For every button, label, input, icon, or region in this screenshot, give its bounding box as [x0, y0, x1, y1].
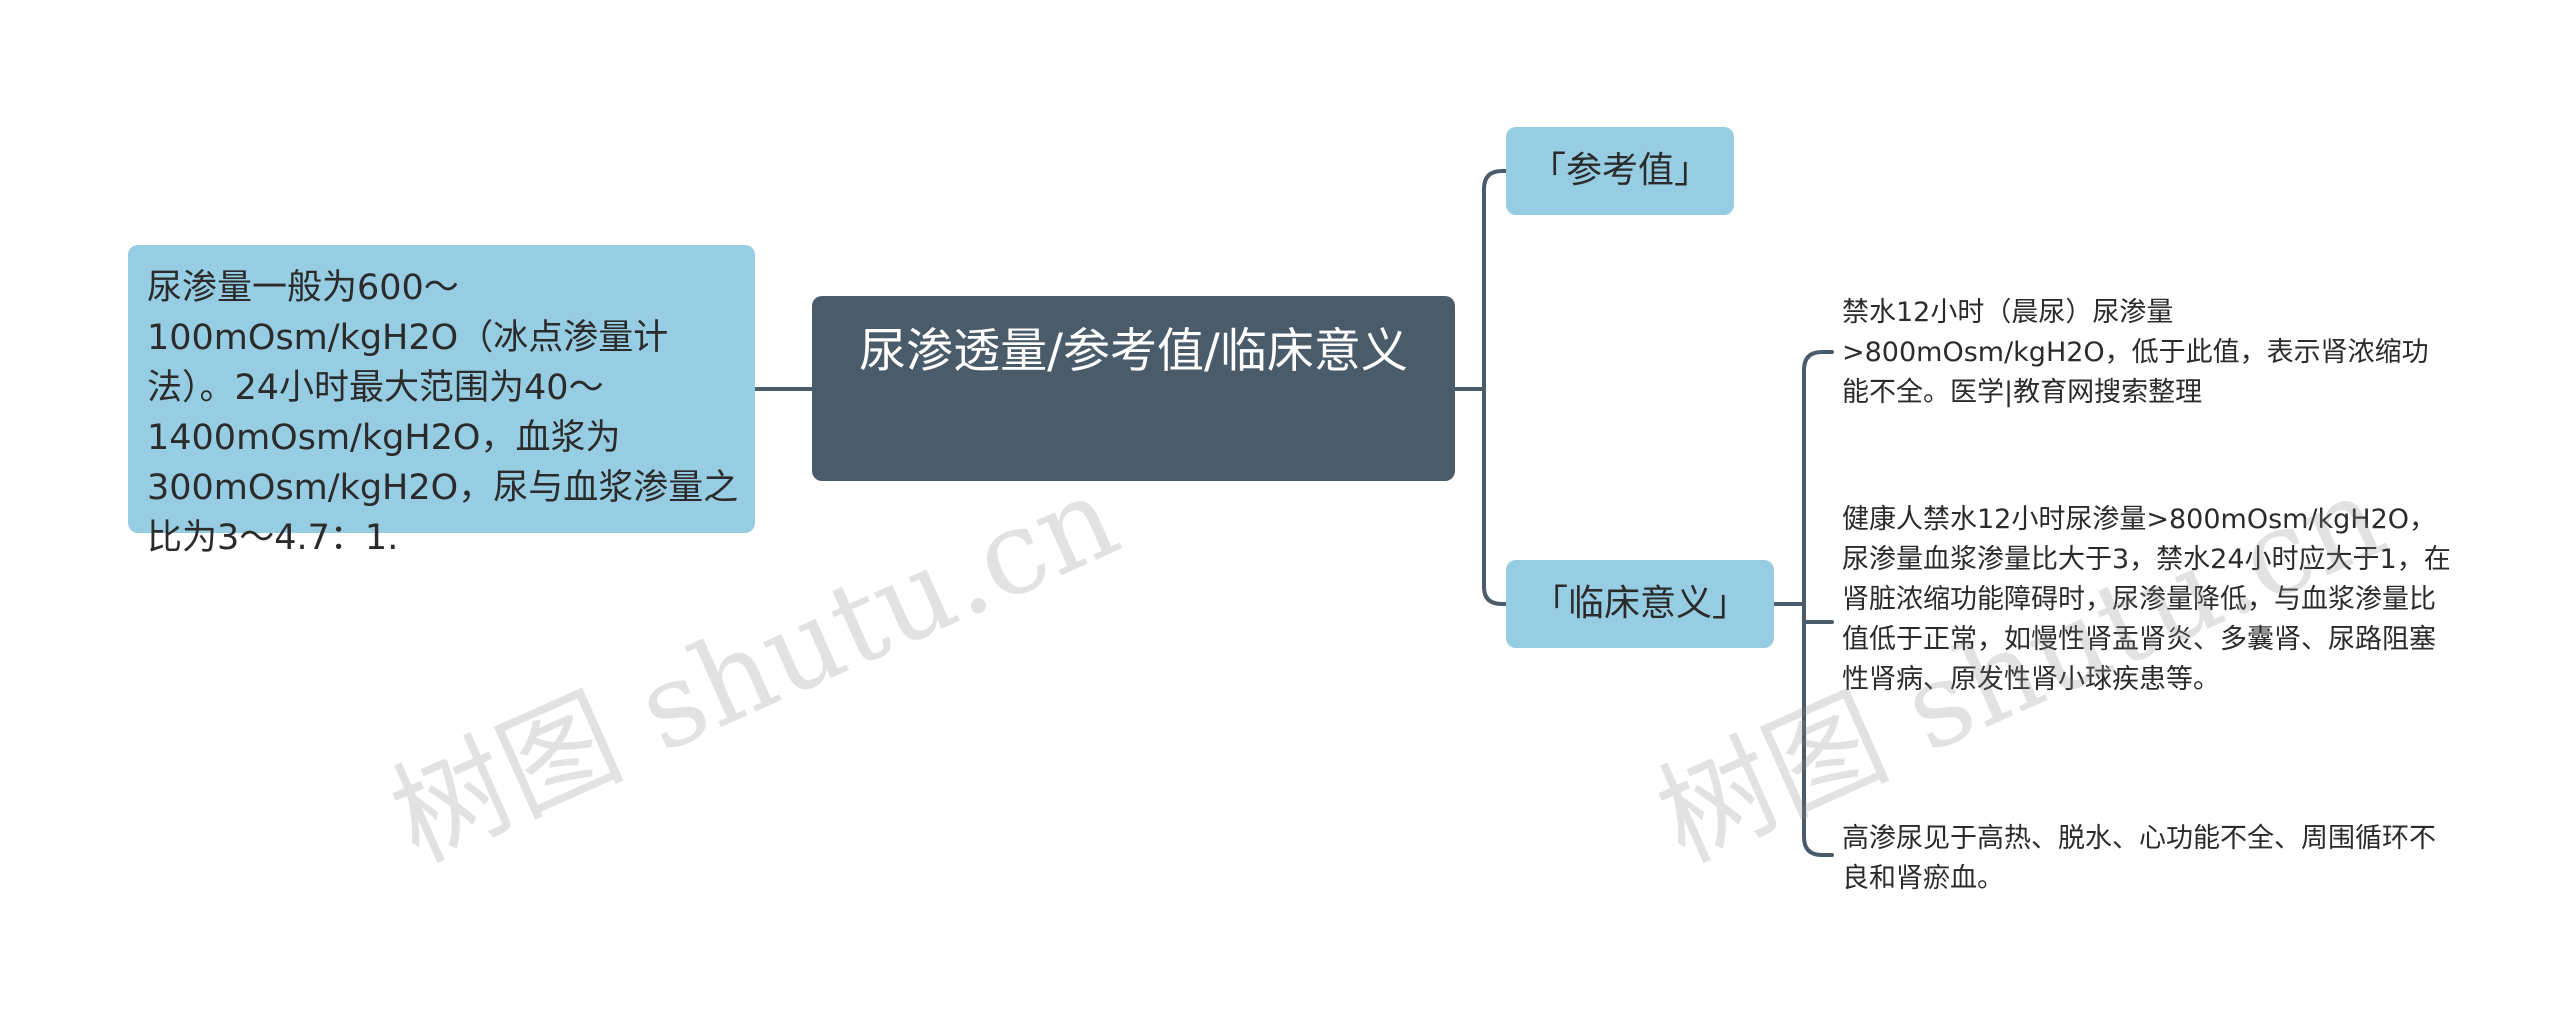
leaf-node[interactable]: 健康人禁水12小时尿渗量>800mOsm/kgH2O，尿渗量血浆渗量比大于3，禁… [1842, 500, 2452, 700]
central-topic-text: 尿渗透量/参考值/临床意义 [859, 324, 1408, 379]
branch-reference-value[interactable]: 「参考值」 [1506, 127, 1734, 215]
leaf-text: 禁水12小时（晨尿）尿渗量>800mOsm/kgH2O，低于此值，表示肾浓缩功能… [1842, 297, 2429, 408]
central-topic[interactable]: 尿渗透量/参考值/临床意义 [812, 296, 1455, 481]
branch-reference-value-label: 「参考值」 [1529, 150, 1710, 191]
leaf-node[interactable]: 高渗尿见于高热、脱水、心功能不全、周围循环不良和肾瘀血。 [1842, 819, 2442, 899]
reference-description-text: 尿渗量一般为600～100mOsm/kgH2O（冰点渗量计法）。24小时最大范围… [147, 268, 739, 558]
reference-description-node[interactable]: 尿渗量一般为600～100mOsm/kgH2O（冰点渗量计法）。24小时最大范围… [128, 245, 755, 558]
branch-clinical-significance-label: 「临床意义」 [1531, 583, 1748, 624]
branch-clinical-significance[interactable]: 「临床意义」 [1506, 560, 1774, 648]
leaf-node[interactable]: 禁水12小时（晨尿）尿渗量>800mOsm/kgH2O，低于此值，表示肾浓缩功能… [1842, 293, 2442, 413]
leaf-text: 高渗尿见于高热、脱水、心功能不全、周围循环不良和肾瘀血。 [1842, 823, 2436, 894]
leaf-text: 健康人禁水12小时尿渗量>800mOsm/kgH2O，尿渗量血浆渗量比大于3，禁… [1842, 504, 2451, 695]
